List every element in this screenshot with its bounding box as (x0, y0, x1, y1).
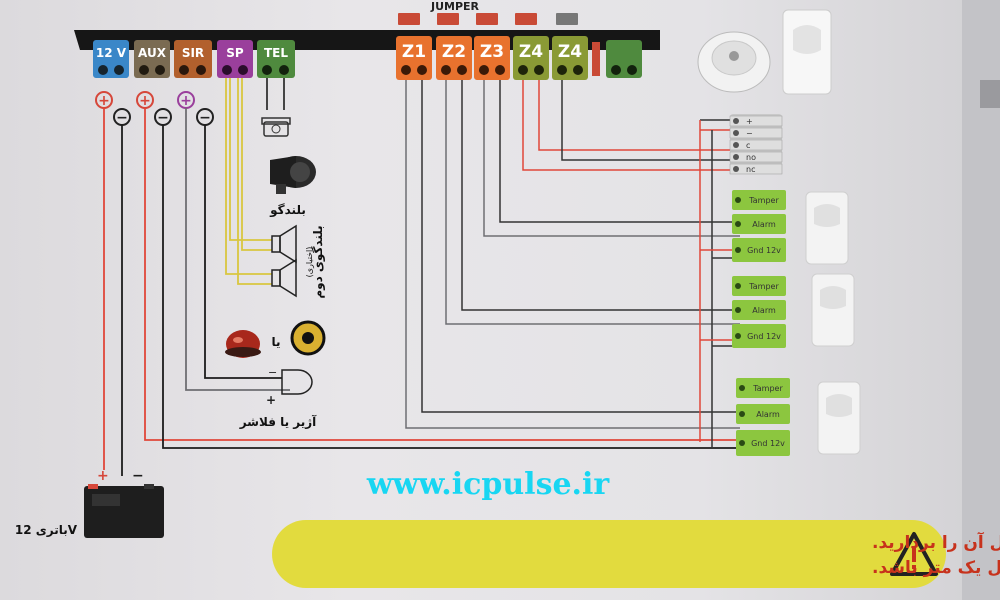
pir-sensor-3-icon (817, 381, 861, 455)
battery-minus-label: − (132, 468, 144, 484)
horn-speaker-icon (270, 156, 316, 194)
pir-sensor-2-icon (811, 273, 855, 347)
svg-text:+: + (139, 93, 151, 109)
terminal-z4-b[interactable]: Z4 (552, 36, 588, 80)
second-speaker-note: (اختیاری) (305, 247, 314, 278)
terminal-z2[interactable]: Z2 (436, 36, 472, 80)
svg-text:TEL: TEL (264, 46, 288, 60)
svg-text:nc: nc (746, 165, 755, 174)
warning-line-2: فاصله سنسورها تا دستگاه حداقل یک متر باش… (872, 557, 1000, 578)
pir-sensor-top-icon (782, 9, 832, 95)
battery-plus-label: + (97, 468, 109, 484)
telephone-icon (261, 117, 291, 137)
svg-text:Gnd 12v: Gnd 12v (747, 332, 781, 341)
svg-text:+: + (98, 93, 110, 109)
svg-text:SIR: SIR (182, 46, 204, 60)
svg-text:Gnd 12v: Gnd 12v (751, 439, 785, 448)
svg-text:c: c (746, 141, 750, 150)
pir-plate-3: Tamper Alarm Gnd 12v (736, 378, 790, 456)
flasher-icon (225, 330, 261, 358)
siren-plus-label: + (266, 393, 276, 407)
or-caption: یا (271, 335, 280, 349)
warning-banner: جهت استفاده از هر زون جامپر بالای ترمینا… (272, 520, 1000, 588)
second-speaker-2-icon (271, 258, 297, 298)
svg-text:−: − (157, 110, 169, 126)
left-wires (103, 78, 740, 476)
terminal-sir[interactable]: SIR (174, 40, 212, 78)
terminal-z4-a[interactable]: Z4 (513, 36, 549, 80)
svg-text:−: − (116, 110, 128, 126)
svg-text:Tamper: Tamper (752, 384, 783, 393)
terminal-tel[interactable]: TEL (257, 40, 295, 78)
siren-minus-label: − (268, 366, 277, 379)
jumper-label: JUMPER (430, 0, 480, 13)
speaker-caption: بلندگو (269, 203, 306, 218)
jumper-row (398, 13, 578, 25)
polarity-12v-plus: + (95, 91, 113, 109)
battery-icon (84, 484, 164, 538)
svg-text:12 V: 12 V (96, 46, 127, 60)
warning-line-1: جهت استفاده از هر زون جامپر بالای ترمینا… (872, 531, 1000, 553)
svg-text:+: + (746, 117, 753, 126)
siren-icon (290, 320, 326, 356)
svg-text:Z2: Z2 (442, 42, 466, 62)
terminal-aux[interactable]: AUX (134, 40, 170, 78)
smoke-detector-plate: + − c no nc (729, 114, 783, 175)
polarity-aux-minus: − (154, 108, 172, 126)
warning-triangle-icon (890, 532, 938, 576)
svg-text:Alarm: Alarm (752, 220, 776, 229)
siren-caption: آژیر یا فلاشر (239, 414, 317, 429)
polarity-sir-plus: + (177, 91, 195, 109)
second-speaker-1-icon (271, 224, 297, 264)
svg-text:SP: SP (226, 46, 244, 60)
pir-sensor-1-icon (805, 191, 849, 265)
svg-text:Alarm: Alarm (752, 306, 776, 315)
svg-text:Z4: Z4 (558, 42, 582, 62)
zone-wires (405, 80, 740, 448)
polarity-12v-minus: − (113, 108, 131, 126)
svg-text:Tamper: Tamper (748, 196, 779, 205)
terminal-z3[interactable]: Z3 (474, 36, 510, 80)
smoke-detector-icon (697, 31, 771, 93)
terminal-12v[interactable]: 12 V (93, 40, 129, 78)
siren-symbol-icon (281, 369, 313, 395)
svg-text:Z3: Z3 (480, 42, 504, 62)
battery-caption: باتری 12V (15, 523, 78, 537)
pir-plate-1: Tamper Alarm Gnd 12v (732, 190, 786, 262)
terminal-sp[interactable]: SP (217, 40, 253, 78)
svg-text:Gnd 12v: Gnd 12v (747, 246, 781, 255)
page-edge-mark (980, 80, 1000, 108)
svg-text:Z1: Z1 (402, 42, 426, 62)
svg-text:AUX: AUX (138, 46, 167, 60)
second-speaker-caption: بلندگوی دوم (311, 225, 326, 298)
svg-text:+: + (180, 93, 192, 109)
svg-text:Tamper: Tamper (748, 282, 779, 291)
pir-plate-2: Tamper Alarm Gnd 12v (732, 276, 786, 348)
svg-text:−: − (746, 129, 753, 138)
svg-text:no: no (746, 153, 756, 162)
svg-text:Alarm: Alarm (756, 410, 780, 419)
svg-text:Z4: Z4 (519, 42, 543, 62)
svg-text:−: − (199, 110, 211, 126)
terminal-extra[interactable] (592, 40, 642, 78)
watermark-url[interactable]: www.icpulse.ir (366, 467, 611, 502)
terminal-z1[interactable]: Z1 (396, 36, 432, 80)
polarity-aux-plus: + (136, 91, 154, 109)
polarity-sir-minus: − (196, 108, 214, 126)
